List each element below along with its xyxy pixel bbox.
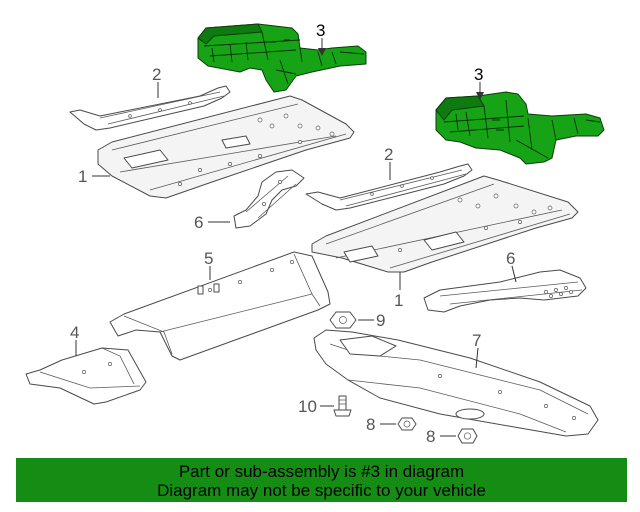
callout-10: 10: [298, 397, 317, 416]
part-1-floor-pan-right[interactable]: [311, 175, 579, 273]
part-1-floor-pan-left[interactable]: [97, 95, 355, 199]
callout-8-upper: 8: [366, 415, 375, 434]
part-4-floor-panel[interactable]: [25, 347, 147, 405]
banner-line-disclaimer: Diagram may not be specific to your vehi…: [157, 481, 486, 500]
callout-2-right: 2: [384, 145, 393, 164]
part-7-underbody-shield[interactable]: [313, 329, 599, 437]
banner-line-part-info: Part or sub-assembly is #3 in diagram: [178, 462, 465, 481]
callout-7: 7: [472, 331, 481, 350]
callout-1-right: 1: [394, 291, 403, 310]
part-5-tunnel-reinforcement[interactable]: [109, 251, 331, 361]
part-6-bracket-upper[interactable]: [233, 169, 305, 229]
part-3-crossmember-right[interactable]: [435, 91, 605, 165]
callout-2-left: 2: [152, 65, 161, 84]
callout-1-left: 1: [78, 167, 87, 186]
info-banner: Part or sub-assembly is #3 in diagram Di…: [16, 458, 627, 502]
parts-diagram: 3 3 2 1 6 2 1 6 5 4 9 7 10 8 8: [25, 21, 605, 446]
part-2-rocker-reinforcement-left[interactable]: [69, 85, 231, 131]
part-6-bracket-lower[interactable]: [423, 269, 587, 313]
callout-5: 5: [204, 249, 213, 268]
callout-6-upper: 6: [194, 213, 203, 232]
part-8-nut-upper[interactable]: [397, 417, 417, 431]
callout-3-left: 3: [316, 21, 325, 40]
part-3-crossmember-left[interactable]: [197, 23, 367, 93]
callout-3-right: 3: [474, 65, 483, 84]
part-2-rocker-reinforcement-right[interactable]: [305, 163, 473, 211]
part-9-nut[interactable]: [329, 311, 357, 329]
callout-9: 9: [376, 311, 385, 330]
callout-6-lower: 6: [506, 249, 515, 268]
part-8-nut-lower[interactable]: [457, 428, 478, 444]
callout-8-lower: 8: [426, 427, 435, 446]
leader-lines: [75, 38, 517, 437]
callout-4: 4: [70, 323, 79, 342]
part-10-bolt[interactable]: [333, 395, 352, 417]
